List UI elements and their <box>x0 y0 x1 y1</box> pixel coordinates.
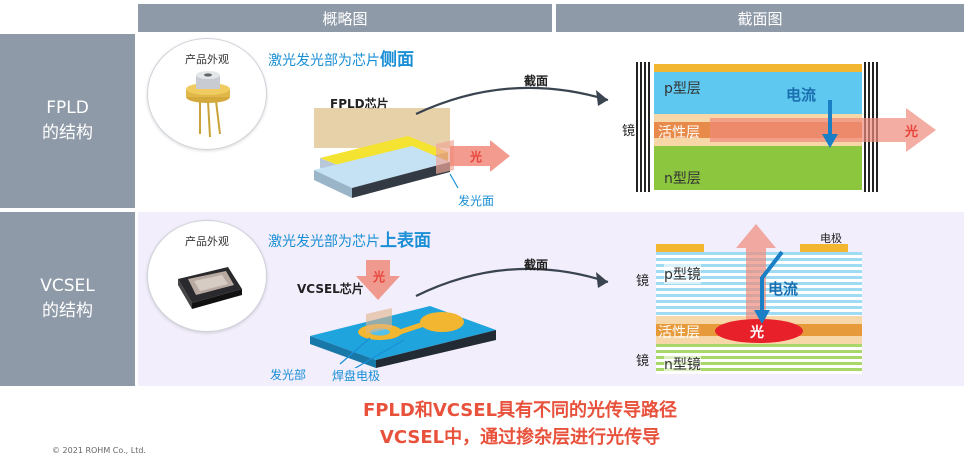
fpld-light-arrow <box>710 108 936 152</box>
vcsel-electrode-left <box>656 244 704 252</box>
row-label-fpld: FPLD 的结构 <box>0 34 135 208</box>
fpld-current-arrow <box>822 100 838 148</box>
fpld-p-layer-label: p型层 <box>664 81 701 97</box>
fpld-mirror-label: 镜 <box>622 124 636 139</box>
fpld-product-label: 产品外观 <box>185 53 229 66</box>
fpld-title: 激光发光部为芯片侧面 <box>268 50 414 70</box>
copyright: © 2021 ROHM Co., Ltd. <box>52 446 146 455</box>
fpld-chip-label: FPLD芯片 <box>330 97 389 111</box>
vcsel-p-mirror-label: p型镜 <box>664 264 701 284</box>
fpld-chip-light-label: 光 <box>470 150 483 164</box>
vcsel-mirror-label-bottom: 镜 <box>636 354 650 369</box>
conclusion-line-1: FPLD和VCSEL具有不同的光传导路径 <box>362 400 678 421</box>
fpld-current-label: 电流 <box>786 86 817 104</box>
fpld-section-label: 截面 <box>524 74 549 88</box>
vcsel-pad-label: 焊盘电极 <box>332 369 381 383</box>
vcsel-chip-light-label: 光 <box>373 270 386 284</box>
header-overview: 概略图 <box>138 4 552 32</box>
vcsel-light-label: 光 <box>750 325 764 341</box>
vcsel-electrode-label: 电极 <box>820 232 842 245</box>
vcsel-electrode-right <box>800 244 848 252</box>
row-label-vcsel: VCSEL 的结构 <box>0 212 135 386</box>
vcsel-mirror-label-top: 镜 <box>636 274 650 289</box>
vcsel-product-image <box>178 267 242 309</box>
fpld-n-layer <box>654 146 862 190</box>
vcsel-active-layer-label: 活性层 <box>658 325 700 341</box>
fpld-section-arrow <box>415 86 609 115</box>
fpld-product-circle: 产品外观 <box>147 38 267 150</box>
vcsel-chip-diagram <box>310 260 496 368</box>
header-cross-section: 截面图 <box>556 4 964 32</box>
vcsel-product-circle: 产品外观 <box>147 220 267 332</box>
vcsel-section-arrow <box>415 267 609 297</box>
fpld-light-label: 光 <box>905 125 919 140</box>
vcsel-n-mirror-label: n型镜 <box>664 354 701 374</box>
fpld-mirror-left <box>636 62 652 192</box>
vcsel-current-arrow <box>754 250 784 324</box>
vcsel-emission-spot <box>715 319 803 343</box>
fpld-top-electrode <box>654 64 862 72</box>
vcsel-section-label: 截面 <box>524 258 549 272</box>
vcsel-product-label: 产品外观 <box>185 235 229 248</box>
vcsel-light-arrow <box>736 224 776 320</box>
fpld-n-layer-label: n型层 <box>664 171 701 187</box>
vcsel-chip-label: VCSEL芯片 <box>297 282 364 296</box>
fpld-p-layer <box>654 72 862 114</box>
vcsel-current-label: 电流 <box>768 280 799 298</box>
fpld-emit-face-label: 发光面 <box>458 194 495 208</box>
fpld-chip-diagram <box>314 108 510 198</box>
conclusion-line-2: VCSEL中，通过掺杂层进行光传导 <box>379 427 661 448</box>
fpld-product-image <box>186 71 230 138</box>
vcsel-emit-part-label: 发光部 <box>270 368 307 382</box>
vcsel-title: 激光发光部为芯片上表面 <box>268 231 431 251</box>
fpld-active-layer-label: 活性层 <box>658 125 700 141</box>
